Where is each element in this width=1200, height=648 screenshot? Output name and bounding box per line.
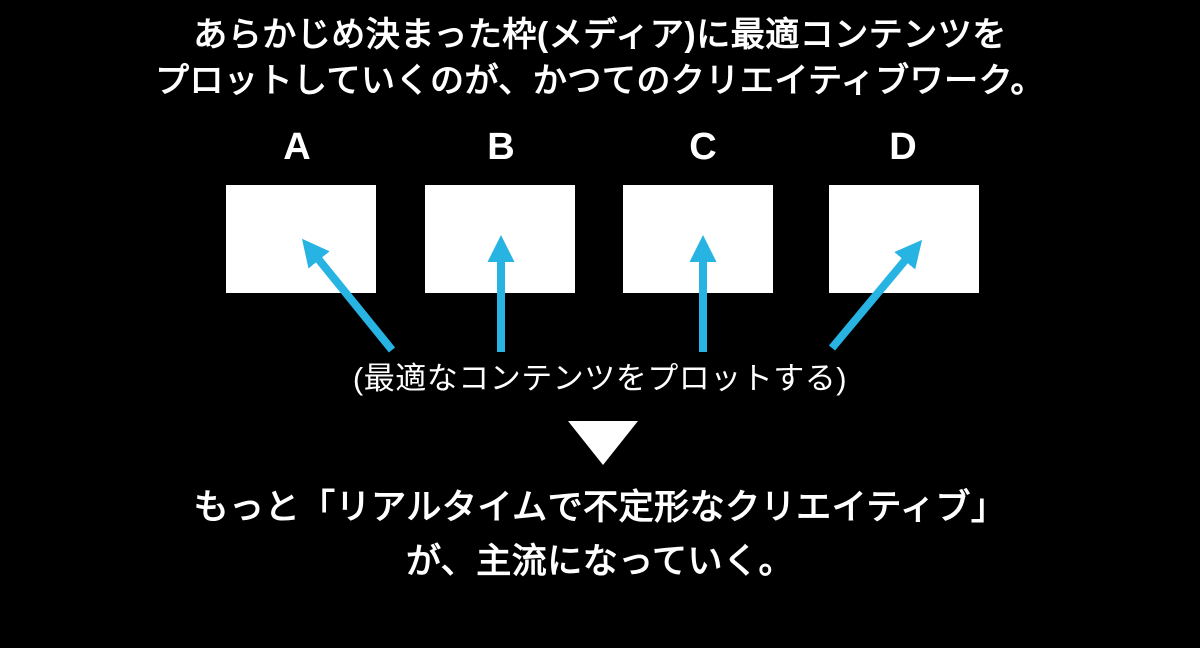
down-triangle-icon (568, 421, 638, 465)
heading-line-2: プロットしていくのが、かつてのクリエイティブワーク。 (155, 62, 1045, 100)
frame-label-c: C (689, 126, 717, 168)
media-frame-d (829, 185, 979, 293)
plot-caption: (最適なコンテンツをプロットする) (352, 361, 848, 396)
conclusion-line-1: もっと「リアルタイムで不定形なクリエイティブ」 (193, 488, 1007, 527)
media-frame-c (623, 185, 773, 293)
frame-label-b: B (487, 126, 515, 168)
media-frame-b (425, 185, 575, 293)
conclusion-future-creative: もっと「リアルタイムで不定形なクリエイティブ」 が、主流になっていく。 (0, 481, 1200, 589)
frame-label-d: D (889, 126, 917, 168)
frame-label-a: A (283, 126, 311, 168)
media-frame-a (226, 185, 376, 293)
conclusion-line-2: が、主流になっていく。 (405, 542, 795, 581)
heading-line-1: あらかじめ決まった枠(メディア)に最適コンテンツを (193, 16, 1007, 54)
heading-past-creative-work: あらかじめ決まった枠(メディア)に最適コンテンツを プロットしていくのが、かつて… (0, 12, 1200, 104)
